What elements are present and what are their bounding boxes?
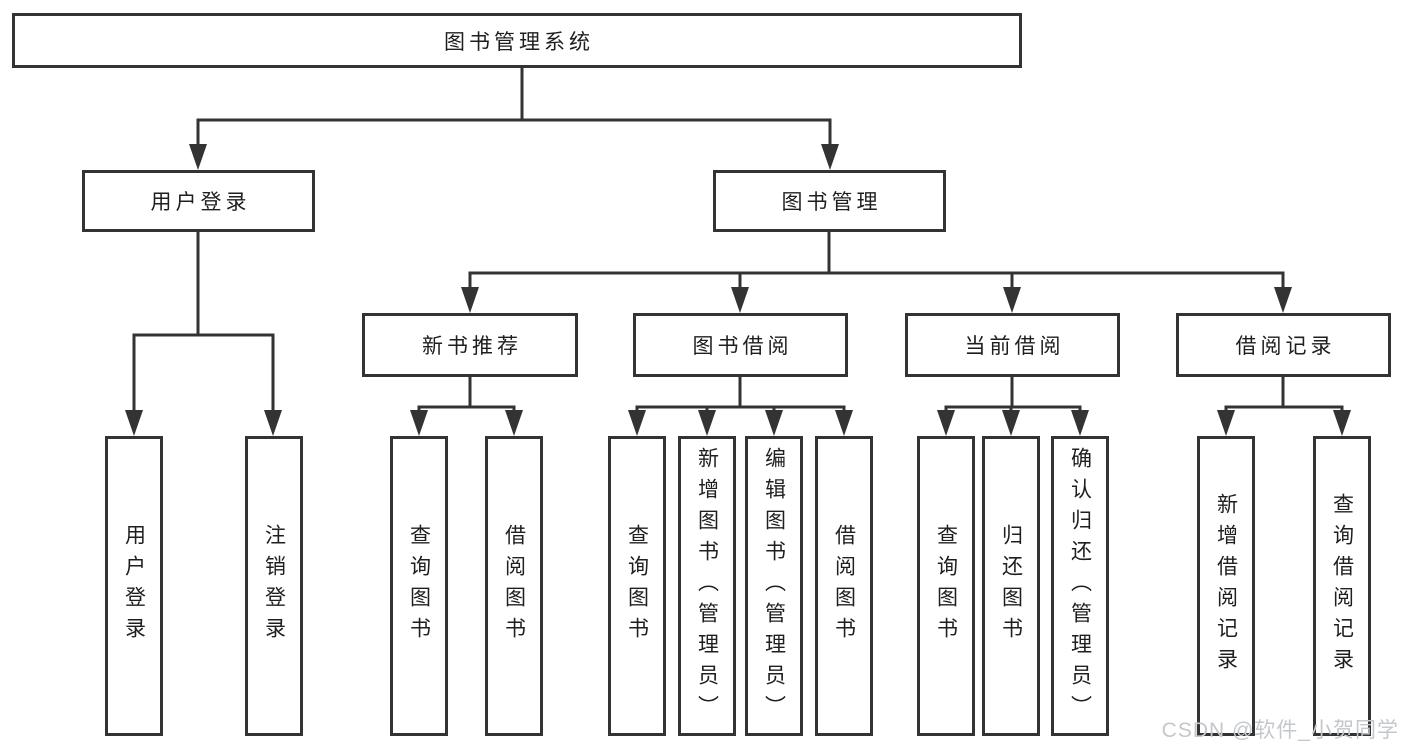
leaf-label: 查询图书: [625, 524, 649, 648]
leaf-user-login: 用户登录: [105, 436, 163, 736]
node-user-login: 用户登录: [82, 170, 315, 232]
csdn-watermark: CSDN @软件_小贺同学: [1161, 719, 1399, 742]
node-book-borrow: 图书借阅: [633, 313, 848, 377]
leaf-return-books: 归还图书: [982, 436, 1040, 736]
leaf-borrow-books-1: 借阅图书: [485, 436, 543, 736]
leaf-label: 用户登录: [122, 524, 146, 648]
arrow-icon: [835, 410, 853, 436]
arrow-icon: [628, 410, 646, 436]
leaf-label: 查询图书: [934, 524, 958, 648]
arrow-icon: [1217, 410, 1235, 436]
connector-newbook-to-leaves: [417, 376, 516, 412]
leaf-query-borrow-record: 查询借阅记录: [1313, 436, 1371, 736]
connector-userlogin-to-leaves: [132, 231, 275, 412]
leaf-label: 借阅图书: [832, 524, 856, 648]
leaf-label: 归还图书: [999, 524, 1023, 648]
leaf-borrow-books-2: 借阅图书: [815, 436, 873, 736]
arrow-icon: [1333, 410, 1351, 436]
leaf-add-books-admin: 新增图书（管理员）: [678, 436, 736, 736]
arrow-icon: [264, 410, 282, 436]
arrow-icon: [125, 410, 143, 436]
arrow-icon: [821, 144, 839, 170]
node-book-management: 图书管理: [713, 170, 946, 232]
arrow-icon: [937, 410, 955, 436]
node-new-book-recommend: 新书推荐: [362, 313, 578, 377]
connector-bookmgmt-to-level3: [468, 231, 1285, 289]
leaf-confirm-return-admin: 确认归还（管理员）: [1051, 436, 1109, 736]
connector-bookborrow-to-leaves: [635, 376, 846, 412]
leaf-label: 查询图书: [407, 524, 431, 648]
leaf-label: 借阅图书: [502, 524, 526, 648]
arrow-icon: [461, 287, 479, 313]
arrow-icon: [1071, 410, 1089, 436]
connector-root-to-level2: [196, 66, 832, 146]
leaf-label: 编辑图书（管理员）: [762, 446, 786, 726]
leaf-label: 新增借阅记录: [1214, 493, 1238, 679]
arrow-icon: [1002, 410, 1020, 436]
arrowheads: [125, 144, 1351, 436]
arrow-icon: [765, 410, 783, 436]
leaf-query-books-2: 查询图书: [608, 436, 666, 736]
leaf-label: 查询借阅记录: [1330, 493, 1354, 679]
arrow-icon: [731, 287, 749, 313]
arrow-icon: [410, 410, 428, 436]
node-library-management-system: 图书管理系统: [12, 13, 1022, 68]
arrow-icon: [1274, 287, 1292, 313]
leaf-label: 新增图书（管理员）: [695, 446, 719, 726]
leaf-label: 注销登录: [262, 524, 286, 648]
leaf-label: 确认归还（管理员）: [1068, 446, 1092, 726]
node-borrow-records: 借阅记录: [1176, 313, 1391, 377]
arrow-icon: [698, 410, 716, 436]
leaf-add-borrow-record: 新增借阅记录: [1197, 436, 1255, 736]
connector-borrowrecord-to-leaves: [1224, 376, 1344, 412]
leaf-query-books-1: 查询图书: [390, 436, 448, 736]
leaf-query-books-3: 查询图书: [917, 436, 975, 736]
arrow-icon: [1003, 287, 1021, 313]
connector-currentborrow-to-leaves: [944, 376, 1082, 412]
node-current-borrow: 当前借阅: [905, 313, 1120, 377]
leaf-edit-books-admin: 编辑图书（管理员）: [745, 436, 803, 736]
arrow-icon: [505, 410, 523, 436]
arrow-icon: [189, 144, 207, 170]
leaf-logout: 注销登录: [245, 436, 303, 736]
